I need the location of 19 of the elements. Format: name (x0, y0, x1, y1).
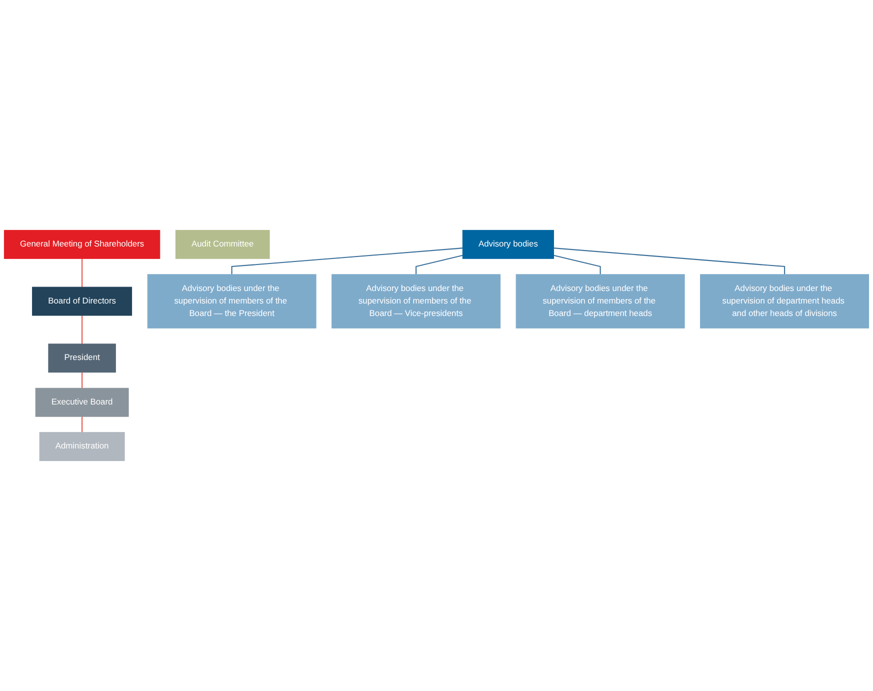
node-box: Board of Directors (32, 286, 132, 316)
node-box: Advisory bodies under the supervision of members of the Board — department heads (516, 274, 685, 328)
connector (82, 416, 83, 432)
node-box: Advisory bodies under the supervision of members of the Board — Vice-presidents (332, 274, 501, 328)
node-box: Advisory bodies under the supervision of members of the Board — the President (147, 274, 316, 328)
connector (416, 254, 463, 274)
connector (82, 316, 83, 344)
node-box: Audit Committee (175, 230, 270, 259)
connector (82, 372, 83, 388)
node-box: Executive Board (35, 388, 129, 417)
connector (231, 248, 463, 274)
connector (554, 248, 786, 274)
node-box: Advisory bodies (462, 230, 554, 259)
node-box: Advisory bodies under the supervision of department heads and other heads of divisions (700, 274, 870, 328)
connector (82, 258, 83, 288)
connector (554, 254, 601, 274)
node-box: General Meeting of Shareholders (4, 230, 160, 259)
node-box: President (48, 344, 116, 373)
node-box: Administration (39, 432, 125, 462)
